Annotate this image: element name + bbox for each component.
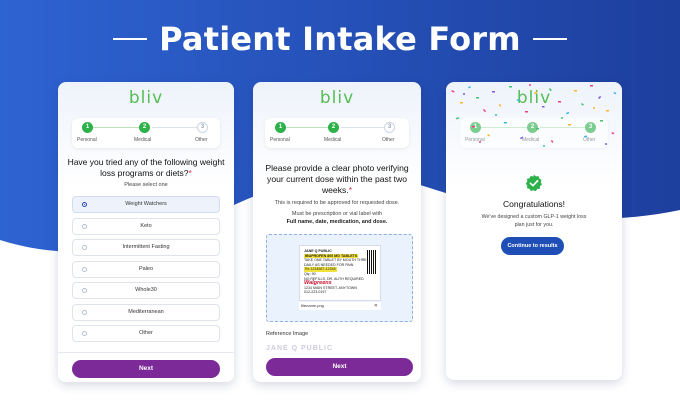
required-mark: * <box>188 168 192 178</box>
photo-upload-dropzone[interactable]: JANE Q PUBLIC IBUPROFEN 800 MG TABLETS T… <box>266 234 413 322</box>
congratulations-subtitle: We've designed a custom GLP-1 weight los… <box>481 214 587 228</box>
option-whole30[interactable]: Whole30 <box>72 282 220 299</box>
label-address: 1234 MAIN STREET, ANYTOWN <box>304 285 357 290</box>
label-requirement: Must be prescription or vial label with <box>291 211 383 217</box>
step-3-dot: 3 <box>585 122 596 133</box>
intake-card-dose-photo: bliv 1 2 3 Personal Medical Other Please… <box>253 82 421 382</box>
file-name: filename.png <box>301 303 324 308</box>
uploaded-file-row: filename.png ✕ <box>299 302 381 310</box>
option-label: Mediterranean <box>128 309 164 315</box>
step-2-label: Medical <box>324 137 342 143</box>
label-rx: Rx 1234567-12345 <box>304 267 337 272</box>
step-2-label: Medical <box>134 137 152 143</box>
continue-to-results-button[interactable]: Continue to results <box>501 237 564 255</box>
label-directions: TAKE ONE TABLET BY MOUTH THREE DAILY AS … <box>304 258 370 267</box>
radio-selected[interactable] <box>82 202 87 207</box>
requirement-note: This is required to be approved for requ… <box>274 200 400 206</box>
progress-stepper: 1 2 3 Personal Medical Other <box>72 118 220 148</box>
step-3-label: Other <box>195 137 208 143</box>
bliv-logo: bliv <box>128 88 164 108</box>
question-body: Please provide a clear photo verifying y… <box>265 163 409 195</box>
reference-image-peek: JANE Q PUBLIC <box>266 345 334 352</box>
radio[interactable] <box>82 245 87 250</box>
option-paleo[interactable]: Paleo <box>72 261 220 278</box>
radio[interactable] <box>82 331 87 336</box>
title-dash-left <box>113 38 148 40</box>
step-1-dot: 1 <box>82 122 93 133</box>
step-2-dot: 2 <box>527 122 538 133</box>
label-refills: NO REFILLS, DR. AUTH REQUIRED <box>304 276 364 281</box>
step-connector <box>341 127 389 128</box>
question-body: Have you tried any of the following weig… <box>67 157 225 178</box>
reference-image-label: Reference Image <box>266 331 309 337</box>
step-connector <box>478 127 534 128</box>
label-fields: Full name, date, medication, and dose. <box>286 219 388 225</box>
option-label: Other <box>139 330 153 336</box>
option-weight-watchers[interactable]: Weight Watchers <box>72 196 220 213</box>
footer-divider <box>58 352 234 353</box>
bliv-logo: bliv <box>516 88 552 108</box>
step-2-label: Medical <box>522 137 540 143</box>
step-3-dot: 3 <box>384 122 395 133</box>
radio[interactable] <box>82 288 87 293</box>
option-label: Paleo <box>138 266 154 272</box>
title-dash-right <box>532 38 567 40</box>
radio[interactable] <box>82 267 87 272</box>
label-drug: IBUPROFEN 800 MG TABLETS <box>304 253 359 259</box>
label-store: Walgreens <box>304 280 332 287</box>
option-label: Keto <box>140 223 152 229</box>
step-3-dot: 3 <box>197 122 208 133</box>
option-mediterranean[interactable]: Mediterranean <box>72 304 220 321</box>
bliv-logo: bliv <box>319 88 355 108</box>
step-connector <box>152 127 202 128</box>
step-1-dot: 1 <box>275 122 286 133</box>
required-mark: * <box>348 185 353 195</box>
uploaded-label-preview: JANE Q PUBLIC IBUPROFEN 800 MG TABLETS T… <box>299 245 381 301</box>
next-button[interactable]: Next <box>72 360 220 378</box>
progress-stepper: 1 2 3 Personal Medical Other <box>265 118 409 148</box>
question-text: Have you tried any of the following weig… <box>66 157 226 179</box>
step-2-dot: 2 <box>328 122 339 133</box>
question-text: Please provide a clear photo verifying y… <box>261 163 413 196</box>
step-connector <box>540 127 590 128</box>
radio[interactable] <box>82 224 87 229</box>
progress-stepper: 1 2 3 Personal Medical Other <box>460 118 608 148</box>
confetti-decoration <box>451 84 617 147</box>
label-phone: 012-223-0197 <box>304 290 327 295</box>
congratulations-title: Congratulations! <box>503 199 565 209</box>
step-3-label: Other <box>583 137 596 143</box>
option-label: Weight Watchers <box>125 201 167 207</box>
step-1-dot: 1 <box>470 122 481 133</box>
option-other[interactable]: Other <box>72 325 220 342</box>
option-label: Whole30 <box>135 287 157 293</box>
intake-card-congratulations: bliv 1 2 3 Personal Medical Other <box>446 82 622 380</box>
banner-title: Patient Intake Form <box>159 20 521 58</box>
banner: Patient Intake Form <box>0 20 680 58</box>
step-3-label: Other <box>382 137 395 143</box>
step-1-label: Personal <box>77 137 97 143</box>
next-button[interactable]: Next <box>266 358 413 376</box>
option-keto[interactable]: Keto <box>72 218 220 235</box>
success-check-icon <box>525 174 542 192</box>
intake-card-programs: bliv 1 2 3 Personal Medical Other Have y… <box>58 82 234 382</box>
label-patient-name: JANE Q PUBLIC <box>304 249 332 253</box>
remove-file-icon[interactable]: ✕ <box>373 303 378 309</box>
option-intermittent-fasting[interactable]: Intermittent Fasting <box>72 239 220 256</box>
barcode <box>367 250 377 274</box>
step-connector <box>90 127 146 128</box>
step-connector <box>283 127 335 128</box>
step-2-dot: 2 <box>139 122 150 133</box>
step-1-label: Personal <box>270 137 290 143</box>
radio[interactable] <box>82 310 87 315</box>
option-label: Intermittent Fasting <box>122 244 170 250</box>
label-qty: Qty: 90 <box>304 271 316 276</box>
question-hint: Please select one <box>124 182 168 188</box>
step-1-label: Personal <box>465 137 485 143</box>
